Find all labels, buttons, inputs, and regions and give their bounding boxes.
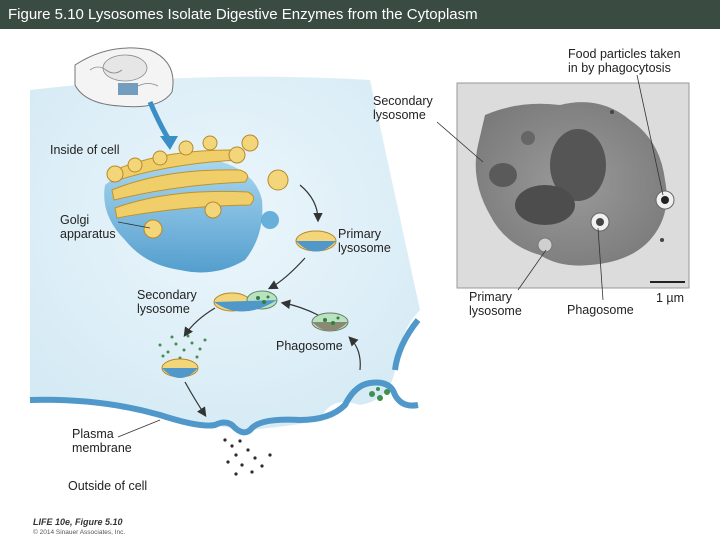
primary-lysosome-vesicle	[295, 230, 337, 252]
cell-thumbnail	[74, 47, 174, 108]
label-outside-cell: Outside of cell	[68, 479, 148, 493]
label-inside-cell: Inside of cell	[50, 143, 120, 157]
figure-credit: LIFE 10e, Figure 5.10	[33, 517, 123, 527]
electron-micrograph	[436, 74, 690, 301]
golgi-apparatus	[104, 134, 289, 273]
arrow-phagosome-to-secondary	[280, 299, 319, 316]
plasma-membrane	[29, 379, 419, 436]
phagosome-vesicle	[311, 312, 349, 332]
arrow-vesicle-to-membrane	[184, 381, 207, 417]
released-debris	[223, 438, 272, 476]
label-micrograph-phagosome: Phagosome	[567, 303, 634, 317]
page-title: Figure 5.10 Lysosomes Isolate Digestive …	[8, 6, 478, 23]
arrow-secondary-to-release	[183, 307, 216, 337]
label-scale: 1 µm	[656, 291, 685, 305]
title-bar: Figure 5.10 Lysosomes Isolate Digestive …	[0, 0, 720, 29]
secondary-lysosome-vesicle	[213, 290, 278, 312]
copyright-text: © 2014 Sinauer Associates, Inc.	[33, 529, 126, 536]
arrow-membrane-to-phagosome	[348, 336, 361, 371]
arrow-primary-to-secondary	[267, 257, 306, 290]
zoom-arrow	[147, 101, 171, 140]
label-phagosome: Phagosome	[276, 339, 343, 353]
exocytosis-vesicle	[161, 358, 199, 378]
food-particles-entering	[369, 387, 390, 401]
arrow-golgi-to-primary	[299, 184, 323, 223]
